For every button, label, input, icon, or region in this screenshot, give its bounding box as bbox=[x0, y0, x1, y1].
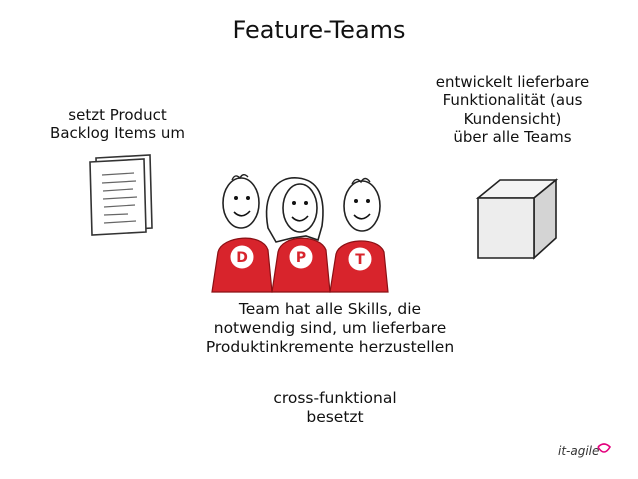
team-badge-t: T bbox=[348, 247, 372, 271]
product-cube-icon bbox=[475, 178, 559, 260]
team-badge-p: P bbox=[289, 245, 313, 269]
team-badge-d: D bbox=[230, 245, 254, 269]
svg-text:P: P bbox=[296, 250, 306, 266]
svg-text:it-agile: it-agile bbox=[558, 444, 599, 458]
backlog-caption: setzt Product Backlog Items um bbox=[30, 106, 205, 143]
team-member-head-center bbox=[282, 183, 318, 233]
functionality-caption-line: über alle Teams bbox=[453, 127, 572, 146]
slide-title: Feature-Teams bbox=[232, 16, 406, 44]
functionality-caption-line: entwickelt lieferbare bbox=[435, 73, 590, 91]
backlog-caption-line: setzt Product bbox=[68, 106, 167, 124]
functionality-caption-line: Funktionalität (aus bbox=[442, 91, 583, 110]
team-figures: D P T bbox=[211, 174, 389, 293]
it-agile-logo: it-agile bbox=[558, 443, 612, 458]
functionality-caption-line: Kundensicht) bbox=[463, 109, 562, 128]
cross-functional-caption-line: besetzt bbox=[306, 407, 364, 426]
skills-caption-line: notwendig sind, um lieferbare bbox=[213, 318, 447, 337]
svg-text:D: D bbox=[236, 250, 248, 266]
backlog-caption-line: Backlog Items um bbox=[50, 124, 185, 143]
team-member-head-left bbox=[222, 177, 260, 229]
backlog-document-icon bbox=[89, 154, 153, 236]
cross-functional-caption-line: cross-funktional bbox=[273, 389, 397, 407]
skills-caption-line: Produktinkremente herzustellen bbox=[205, 337, 455, 356]
functionality-caption: entwickelt lieferbare Funktionalität (au… bbox=[405, 73, 620, 146]
cross-functional-caption: cross-funktional besetzt bbox=[240, 389, 430, 427]
skills-caption-line: Team hat alle Skills, die bbox=[238, 300, 422, 318]
svg-text:T: T bbox=[355, 252, 365, 268]
skills-caption: Team hat alle Skills, die notwendig sind… bbox=[180, 300, 480, 357]
team-member-head-right bbox=[343, 180, 381, 232]
